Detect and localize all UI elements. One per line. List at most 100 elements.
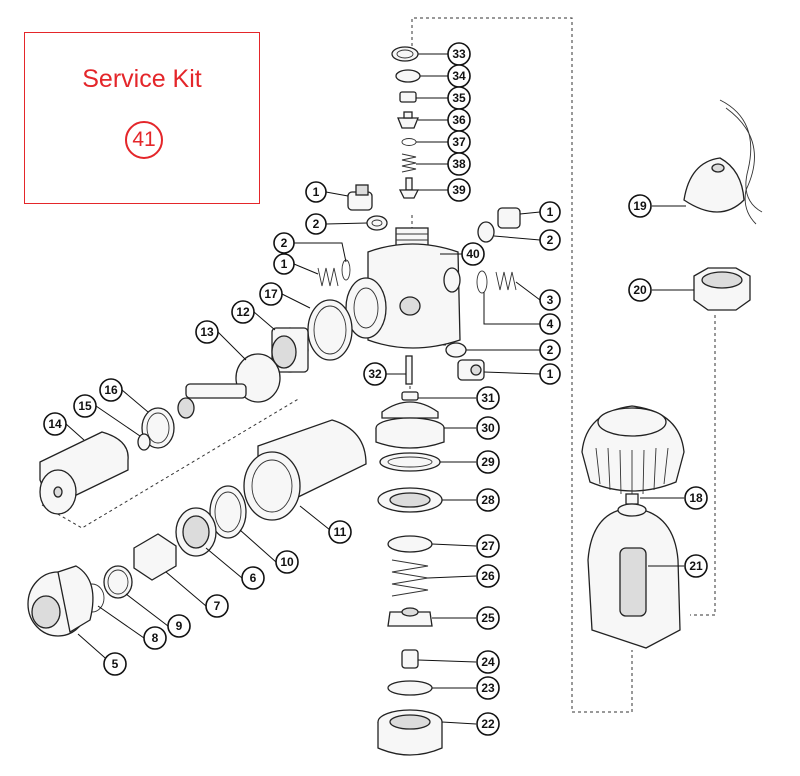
svg-text:36: 36 [452, 113, 466, 127]
part-11-sleeve [243, 419, 367, 521]
svg-text:10: 10 [280, 555, 294, 569]
part-1-spring-plug-left [317, 267, 339, 287]
svg-text:22: 22 [481, 717, 495, 731]
svg-text:2: 2 [547, 233, 554, 247]
part-27-washer [387, 535, 433, 553]
part-15-small-ring [137, 433, 151, 451]
svg-text:25: 25 [481, 611, 495, 625]
part-20-hex-nut [693, 267, 751, 311]
part-19-cap-with-cord [683, 99, 763, 225]
callout-10: 10 [275, 550, 299, 574]
svg-text:18: 18 [689, 491, 703, 505]
callout-36: 36 [447, 108, 471, 132]
callout-22: 22 [476, 712, 500, 736]
callout-35: 35 [447, 86, 471, 110]
svg-text:2: 2 [547, 343, 554, 357]
svg-text:15: 15 [78, 399, 92, 413]
part-6-threaded-ring [175, 507, 217, 557]
callout-31: 31 [476, 386, 500, 410]
part-35-nut [399, 91, 417, 103]
part-17-o-ring [307, 299, 353, 361]
part-31-diaphragm-cap [381, 391, 439, 419]
callout-39: 39 [447, 178, 471, 202]
part-2-seal-top-left [366, 215, 388, 231]
part-12-filter-cartridge [271, 327, 309, 373]
callout-13: 13 [195, 320, 219, 344]
callout-5: 5 [103, 652, 127, 676]
svg-text:33: 33 [452, 47, 466, 61]
callout-32: 32 [363, 362, 387, 386]
leader-lines [65, 53, 694, 725]
svg-text:30: 30 [481, 421, 495, 435]
callout-8: 8 [143, 626, 167, 650]
svg-text:24: 24 [481, 655, 495, 669]
callout-23: 23 [476, 676, 500, 700]
part-30-diaphragm [375, 417, 445, 449]
callout-2-top-left: 2 [305, 213, 327, 235]
svg-text:20: 20 [633, 283, 647, 297]
callout-9: 9 [167, 614, 191, 638]
callout-1-right-low: 1 [539, 363, 561, 385]
svg-text:1: 1 [313, 185, 320, 199]
svg-text:28: 28 [481, 493, 495, 507]
svg-text:21: 21 [689, 559, 703, 573]
svg-text:23: 23 [481, 681, 495, 695]
svg-text:17: 17 [264, 287, 278, 301]
svg-text:1: 1 [281, 257, 288, 271]
svg-text:39: 39 [452, 183, 466, 197]
part-21-yoke [587, 503, 681, 649]
callout-14: 14 [43, 412, 67, 436]
svg-text:40: 40 [466, 247, 480, 261]
part-5-coupling-nut [27, 565, 94, 637]
svg-text:13: 13 [200, 325, 214, 339]
svg-text:32: 32 [368, 367, 382, 381]
callout-3: 3 [539, 289, 561, 311]
callout-25: 25 [476, 606, 500, 630]
callout-34: 34 [447, 64, 471, 88]
service-kit-title: Service Kit [82, 65, 202, 93]
part-39-stem-pin [398, 177, 420, 199]
part-37-o-ring [401, 138, 417, 146]
svg-text:31: 31 [481, 391, 495, 405]
svg-text:11: 11 [334, 525, 347, 539]
callout-28: 28 [476, 488, 500, 512]
part-22-base-nut [377, 709, 443, 756]
callout-1-right-top: 1 [539, 201, 561, 223]
svg-text:12: 12 [236, 305, 250, 319]
part-38-spring [401, 153, 417, 173]
part-29-ring [379, 452, 441, 472]
callout-2-right-low: 2 [539, 339, 561, 361]
service-kit-number: 41 [125, 121, 163, 159]
part-10-o-ring [209, 485, 247, 539]
svg-text:16: 16 [104, 383, 118, 397]
svg-text:37: 37 [452, 135, 466, 149]
callout-16: 16 [99, 378, 123, 402]
callout-37: 37 [447, 130, 471, 154]
svg-text:7: 7 [214, 599, 221, 613]
callout-40: 40 [461, 242, 485, 266]
part-1-plug-top-left [347, 184, 373, 211]
callout-38: 38 [447, 152, 471, 176]
callout-17: 17 [259, 282, 283, 306]
part-3-spring-right [495, 271, 517, 291]
svg-text:4: 4 [547, 317, 554, 331]
part-9-washer [103, 565, 133, 599]
part-2-seal-right-top [477, 221, 495, 243]
part-7-adapter [133, 533, 177, 581]
svg-text:26: 26 [481, 569, 495, 583]
svg-text:3: 3 [547, 293, 554, 307]
callout-33: 33 [447, 42, 471, 66]
callout-29: 29 [476, 450, 500, 474]
service-kit-box: Service Kit 41 [24, 32, 260, 204]
svg-text:29: 29 [481, 455, 495, 469]
svg-text:38: 38 [452, 157, 466, 171]
svg-text:19: 19 [633, 199, 647, 213]
svg-text:9: 9 [176, 619, 183, 633]
svg-text:6: 6 [250, 571, 257, 585]
part-40-valve-body [345, 227, 461, 349]
callout-15: 15 [73, 394, 97, 418]
svg-text:8: 8 [152, 631, 159, 645]
callout-1-mid-left: 1 [273, 253, 295, 275]
svg-text:34: 34 [452, 69, 466, 83]
